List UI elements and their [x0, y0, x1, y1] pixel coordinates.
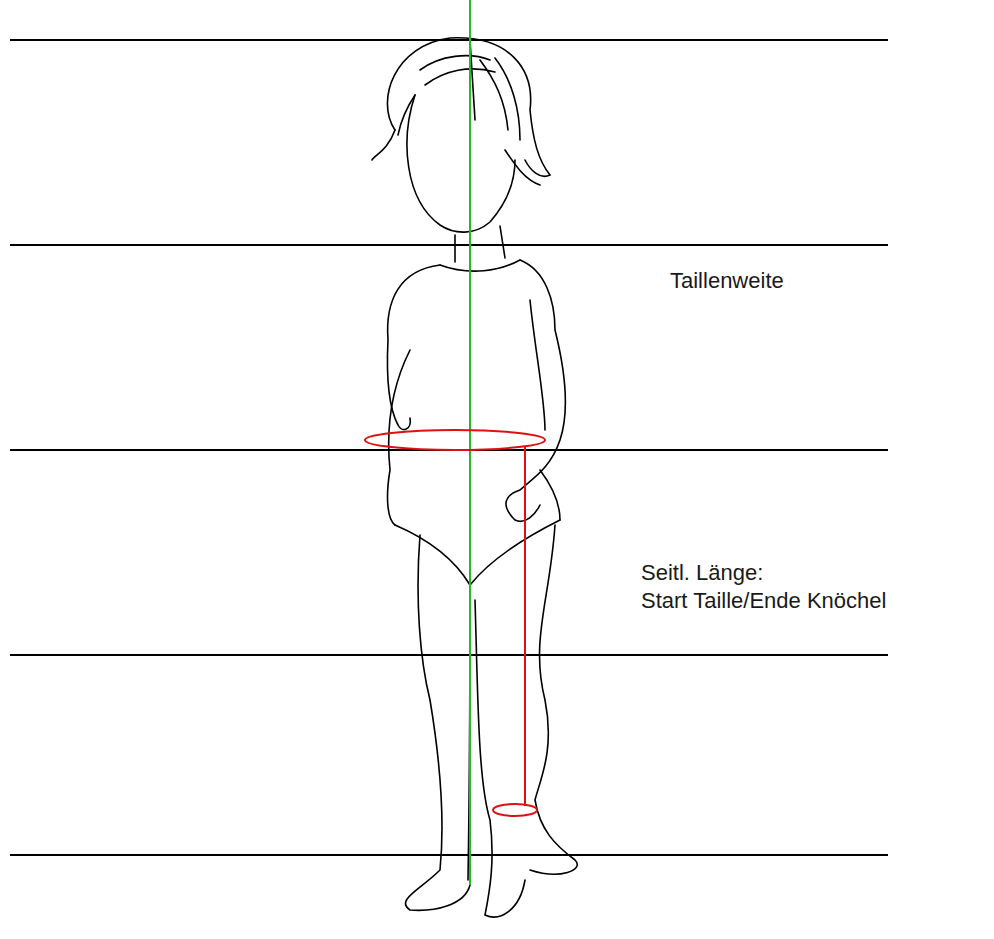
hair-strands — [372, 40, 540, 185]
guide-lines — [10, 40, 888, 855]
torso-right — [530, 300, 560, 520]
measure-marks — [365, 430, 545, 816]
right-arm — [506, 260, 566, 521]
waist-ellipse — [365, 430, 545, 450]
measure-label: Seitl. Länge: — [641, 560, 763, 586]
child-outline — [372, 38, 577, 917]
center-line — [469, 0, 471, 885]
measure-note: Start Taille/Ende Knöchel — [641, 588, 886, 614]
right-leg-inner — [475, 600, 525, 917]
face — [407, 95, 515, 232]
measure-label: Taillenweite — [670, 268, 784, 294]
neck — [440, 226, 520, 271]
ankle-ellipse — [493, 804, 537, 816]
guide-line — [10, 244, 888, 246]
torso-left — [388, 350, 410, 525]
hair — [387, 38, 550, 177]
guide-line — [10, 654, 888, 656]
left-arm — [387, 265, 440, 429]
left-leg — [405, 535, 470, 910]
underwear — [395, 520, 560, 585]
guide-line — [10, 39, 888, 41]
side-length-line — [524, 447, 526, 806]
right-leg — [530, 525, 577, 874]
guide-line — [10, 854, 888, 856]
